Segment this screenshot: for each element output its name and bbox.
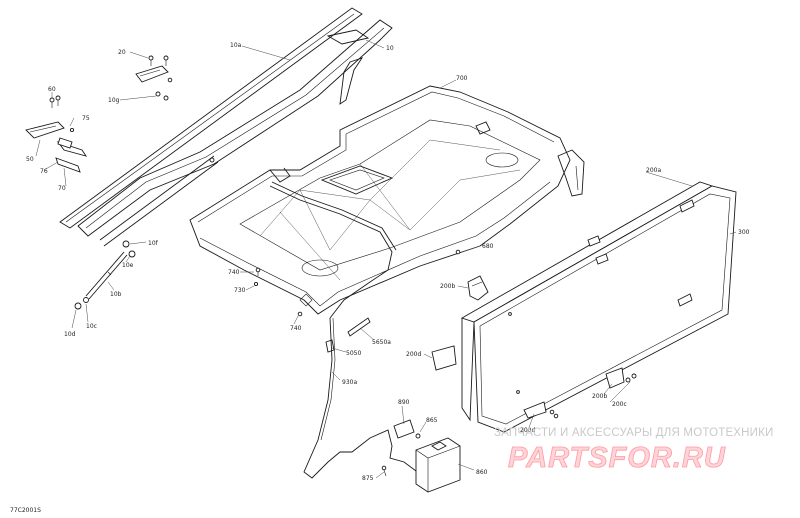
gas-spring	[74, 240, 136, 310]
label-700: 700	[456, 75, 468, 82]
watermark: ЗАПЧАСТИ И АКСЕССУАРЫ ДЛЯ МОТОТЕХНИКИ PA…	[494, 427, 774, 474]
diagram-id: 77C2001S	[10, 507, 41, 514]
label-10d: 10d	[64, 331, 76, 338]
label-740-top: 740	[228, 269, 240, 276]
label-200a: 200a	[646, 167, 661, 174]
washer-system	[303, 317, 461, 493]
label-75: 75	[82, 115, 90, 122]
label-10: 10	[386, 45, 394, 52]
latch-group	[25, 55, 173, 173]
label-200b-top: 200b	[440, 283, 455, 290]
label-865: 865	[426, 417, 438, 424]
label-200c: 200c	[612, 401, 627, 408]
label-200b-bottom: 200b	[592, 393, 607, 400]
label-60: 60	[48, 86, 56, 93]
label-10b: 10b	[110, 291, 122, 298]
label-10f: 10f	[148, 240, 159, 247]
label-5050: 5050	[346, 350, 361, 357]
watermark-line1: ЗАПЧАСТИ И АКСЕССУАРЫ ДЛЯ МОТОТЕХНИКИ	[494, 427, 774, 439]
label-890: 890	[398, 399, 410, 406]
part-labels: 20 10a 10 700 10g 60 75 50 76 70 10f 10e…	[26, 42, 750, 482]
label-200d-bottom: 200d	[520, 427, 535, 434]
label-70: 70	[58, 185, 66, 192]
label-10a: 10a	[230, 42, 242, 49]
label-76: 76	[40, 168, 48, 175]
label-200d: 200d	[406, 351, 421, 358]
label-860: 860	[476, 469, 488, 476]
label-930a: 930a	[342, 379, 357, 386]
label-875: 875	[362, 475, 374, 482]
fasteners	[253, 249, 461, 353]
label-730: 730	[234, 287, 246, 294]
label-10c: 10c	[86, 323, 97, 330]
label-300: 300	[738, 229, 750, 236]
label-5650a: 5650a	[372, 339, 391, 346]
door-panel	[460, 181, 737, 433]
label-680: 680	[482, 243, 494, 250]
label-20: 20	[118, 49, 126, 56]
hinge-parts	[431, 275, 637, 419]
label-10g: 10g	[108, 97, 120, 104]
windshield-frame	[59, 7, 393, 247]
label-50: 50	[26, 156, 34, 163]
label-740-bottom: 740	[290, 325, 302, 332]
label-10e: 10e	[122, 262, 134, 269]
leader-lines	[35, 39, 737, 479]
roof-panel	[189, 85, 585, 319]
watermark-logo: PARTSFOR.RU	[508, 442, 726, 474]
